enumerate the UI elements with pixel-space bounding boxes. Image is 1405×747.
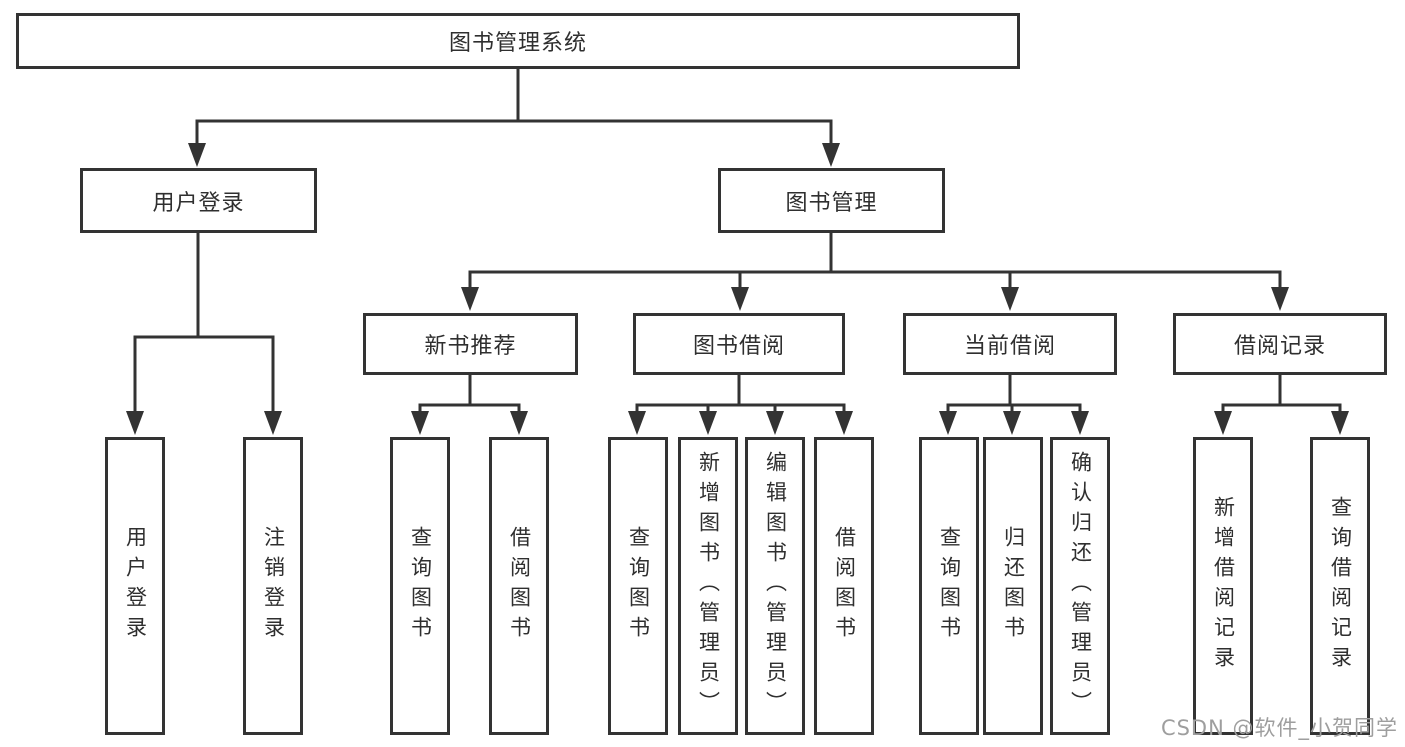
node-current-borrow-label: 当前借阅 [963, 334, 1056, 359]
csdn-watermark: CSDN @软件_小贺同学 [1160, 716, 1398, 740]
leaf-label: 查询图书 [937, 526, 962, 646]
node-borrow-records-label: 借阅记录 [1233, 334, 1326, 359]
arrowhead [699, 411, 717, 435]
node-user-login: 用户登录 [80, 168, 317, 233]
connector-level3-rail [468, 270, 1282, 292]
leaf-newbook-query-books: 查询图书 [390, 437, 450, 735]
arrowhead [939, 411, 957, 435]
arrowhead [510, 411, 528, 435]
arrowhead [411, 411, 429, 435]
connector-sub0-rail [418, 403, 521, 416]
arrowhead [822, 143, 840, 167]
node-library-system: 图书管理系统 [16, 13, 1020, 69]
arrowhead [1271, 287, 1289, 311]
node-current-borrow: 当前借阅 [903, 313, 1117, 375]
connector-sub3-rail [1221, 403, 1342, 416]
node-book-management: 图书管理 [718, 168, 945, 233]
node-library-system-label: 图书管理系统 [448, 31, 587, 56]
leaf-borrow-edit-books-admin: 编辑图书（管理员） [745, 437, 805, 735]
leaf-label: 借阅图书 [832, 526, 857, 646]
leaf-user-login: 用户登录 [105, 437, 165, 735]
connector-level2-rail [195, 119, 833, 148]
connector-sub1-rail [635, 403, 846, 416]
arrowhead [835, 411, 853, 435]
leaf-current-query-books: 查询图书 [919, 437, 979, 735]
leaf-label: 编辑图书（管理员） [763, 451, 788, 721]
leaf-label: 确认归还（管理员） [1068, 451, 1093, 721]
leaf-records-add-record: 新增借阅记录 [1193, 437, 1253, 735]
arrowhead [264, 411, 282, 435]
connector-sub2-rail [946, 403, 1082, 416]
leaf-current-return-books: 归还图书 [983, 437, 1043, 735]
node-book-borrow: 图书借阅 [633, 313, 845, 375]
leaf-records-query-record: 查询借阅记录 [1310, 437, 1370, 735]
leaf-label: 新增借阅记录 [1211, 496, 1236, 676]
leaf-label: 查询图书 [626, 526, 651, 646]
arrowhead [461, 287, 479, 311]
leaf-label: 注销登录 [261, 526, 286, 646]
node-new-book-recommend-label: 新书推荐 [424, 334, 517, 359]
arrowhead [1071, 411, 1089, 435]
node-user-login-label: 用户登录 [152, 190, 245, 216]
leaf-label: 查询图书 [408, 526, 433, 646]
leaf-label: 查询借阅记录 [1328, 496, 1353, 676]
node-book-management-label: 图书管理 [785, 190, 878, 216]
connector-login-rail [133, 335, 275, 416]
leaf-label: 新增图书（管理员） [696, 451, 721, 721]
leaf-borrow-query-books: 查询图书 [608, 437, 668, 735]
arrowhead [126, 411, 144, 435]
arrowhead [628, 411, 646, 435]
leaf-newbook-borrow-books: 借阅图书 [489, 437, 549, 735]
node-book-borrow-label: 图书借阅 [692, 334, 785, 359]
arrowhead [731, 287, 749, 311]
arrowhead [1001, 287, 1019, 311]
arrowhead [1331, 411, 1349, 435]
arrowheads [126, 143, 1349, 435]
arrowhead [188, 143, 206, 167]
leaf-current-confirm-return-admin: 确认归还（管理员） [1050, 437, 1110, 735]
leaf-label: 归还图书 [1001, 526, 1026, 646]
leaf-borrow-add-books-admin: 新增图书（管理员） [678, 437, 738, 735]
arrowhead [1003, 411, 1021, 435]
leaf-logout: 注销登录 [243, 437, 303, 735]
node-new-book-recommend: 新书推荐 [363, 313, 578, 375]
leaf-borrow-borrow-books: 借阅图书 [814, 437, 874, 735]
leaf-label: 借阅图书 [507, 526, 532, 646]
node-borrow-records: 借阅记录 [1173, 313, 1387, 375]
arrowhead [766, 411, 784, 435]
arrowhead [1214, 411, 1232, 435]
leaf-label: 用户登录 [123, 526, 148, 646]
connector-paths [133, 69, 1342, 416]
